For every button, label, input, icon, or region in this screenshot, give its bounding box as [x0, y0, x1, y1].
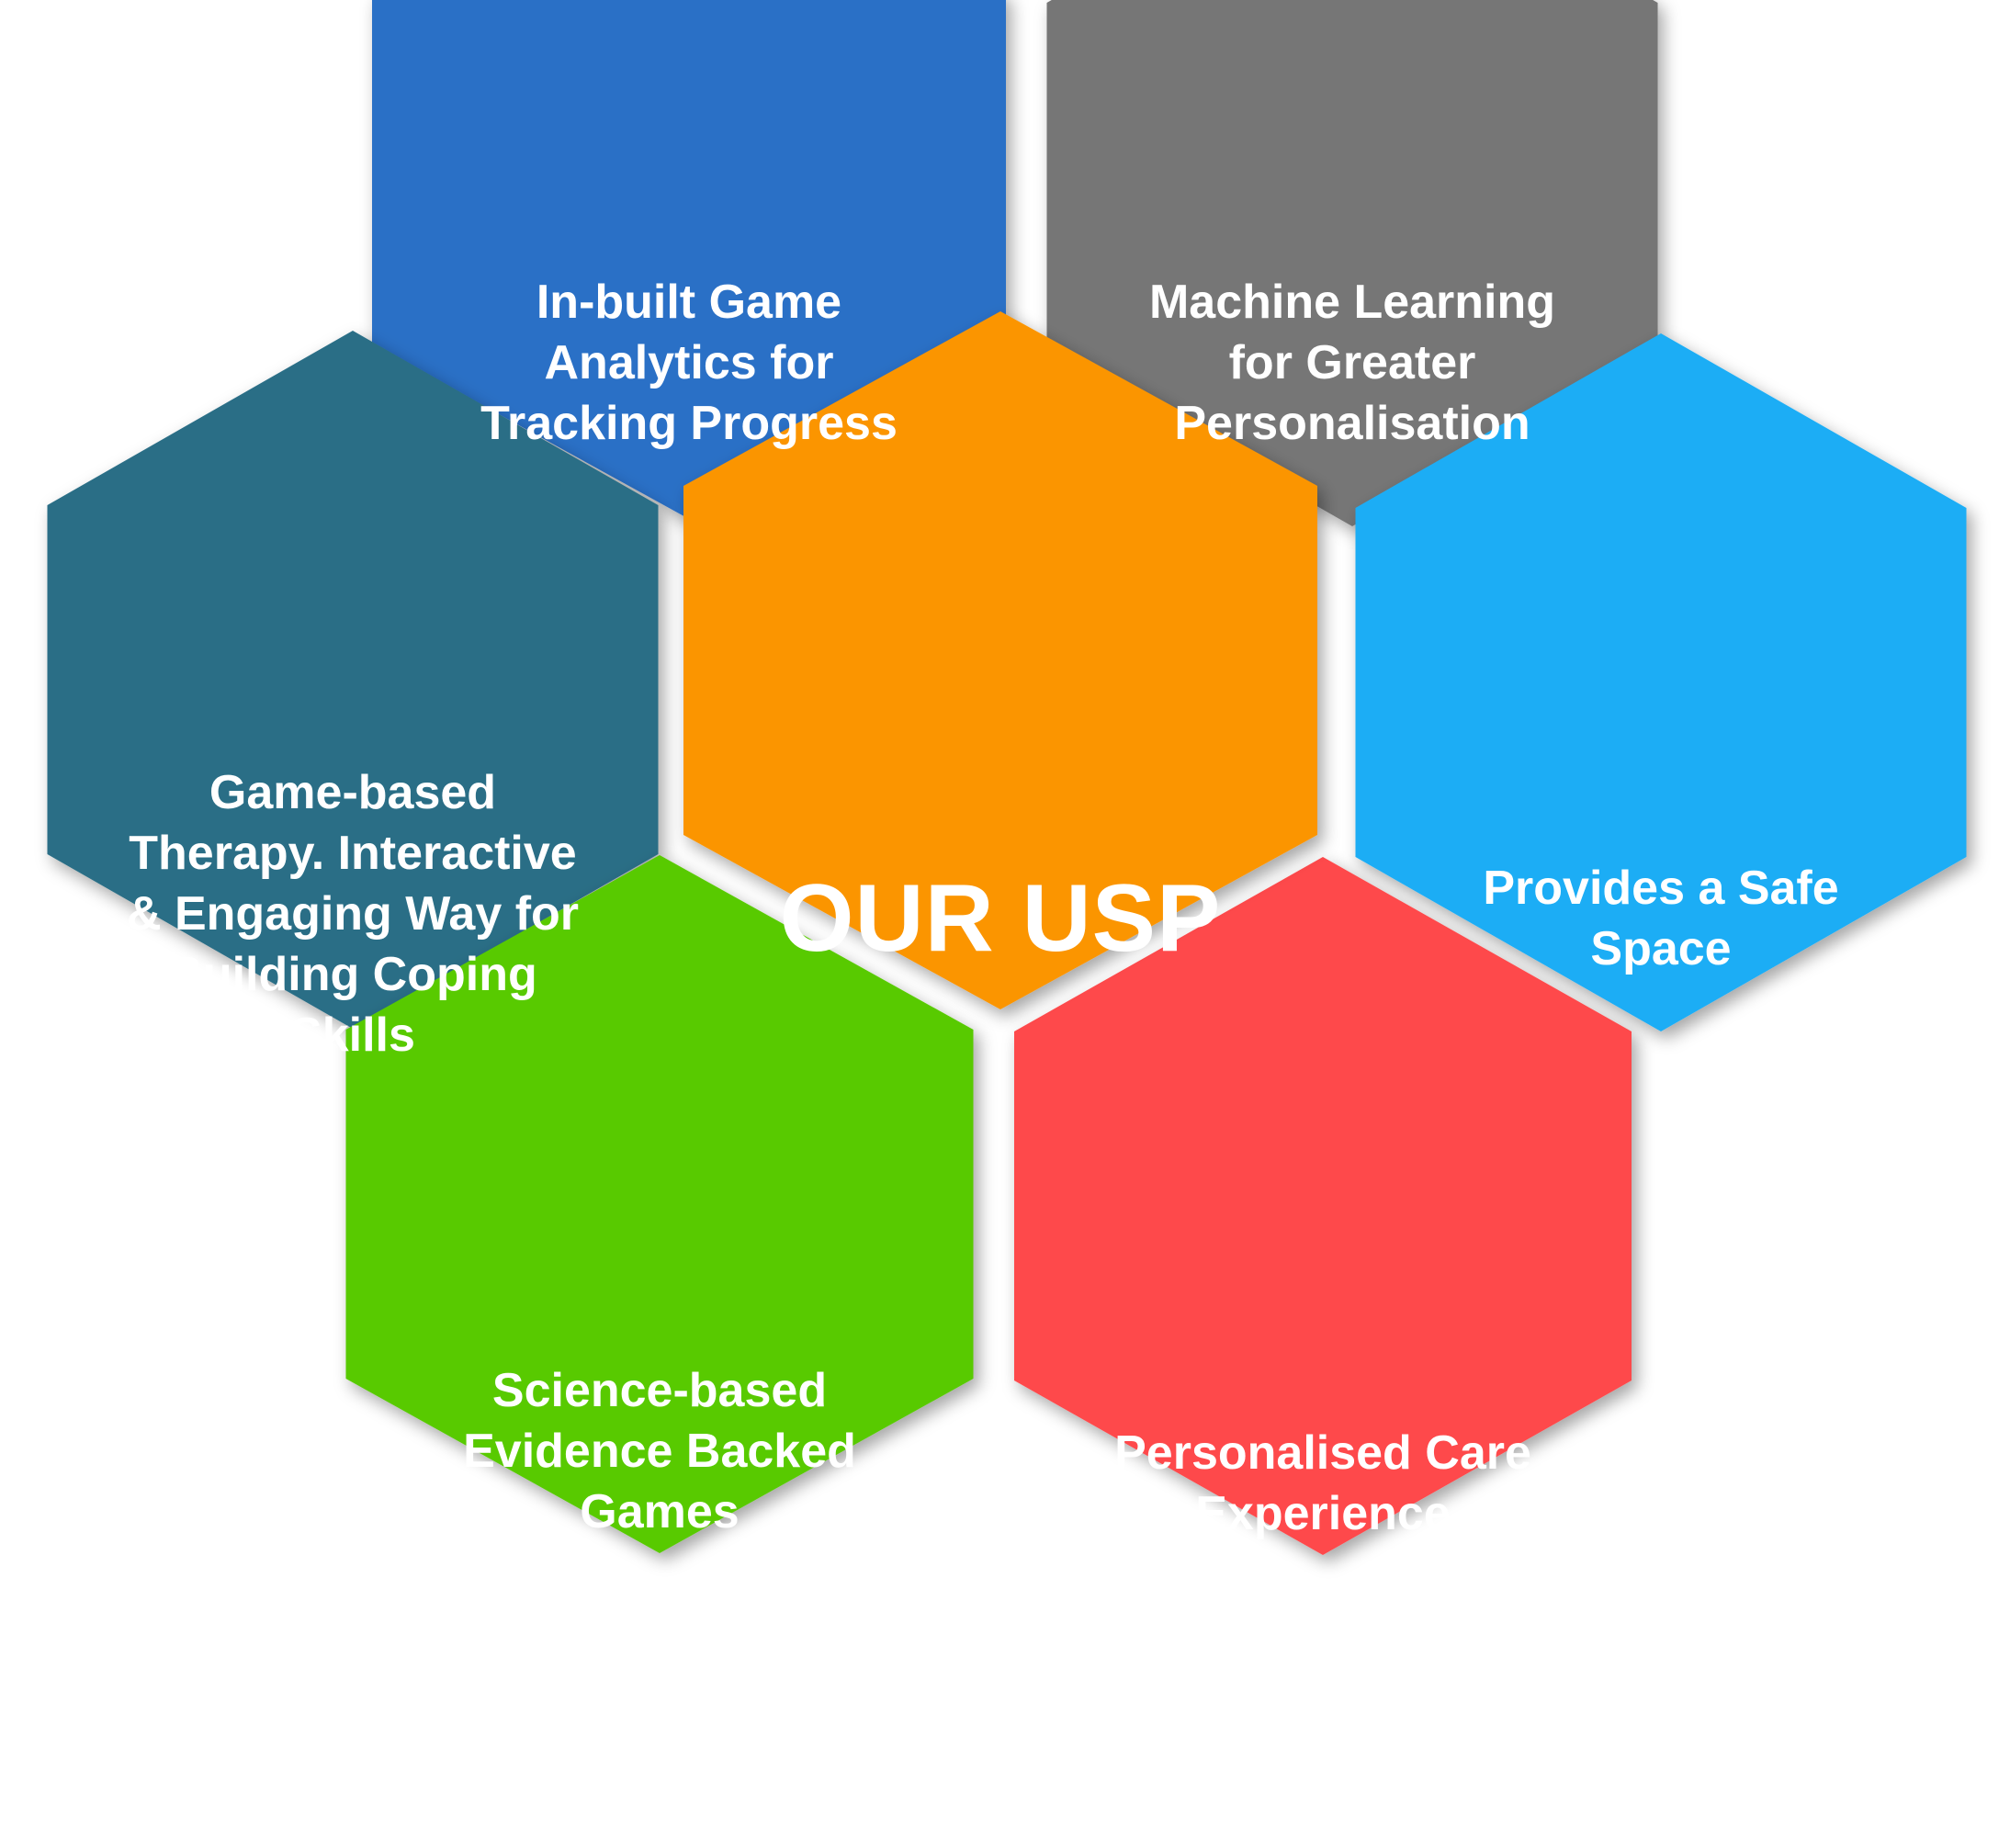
hex-top-right [1046, 0, 1658, 526]
hex-center [683, 311, 1317, 1009]
hex-top-left [372, 0, 1006, 519]
hex-bottom-left [345, 855, 974, 1553]
hex-bottom-right [1014, 857, 1632, 1555]
hex-middle-right [1355, 333, 1967, 1031]
hex-middle-left [47, 331, 659, 1029]
